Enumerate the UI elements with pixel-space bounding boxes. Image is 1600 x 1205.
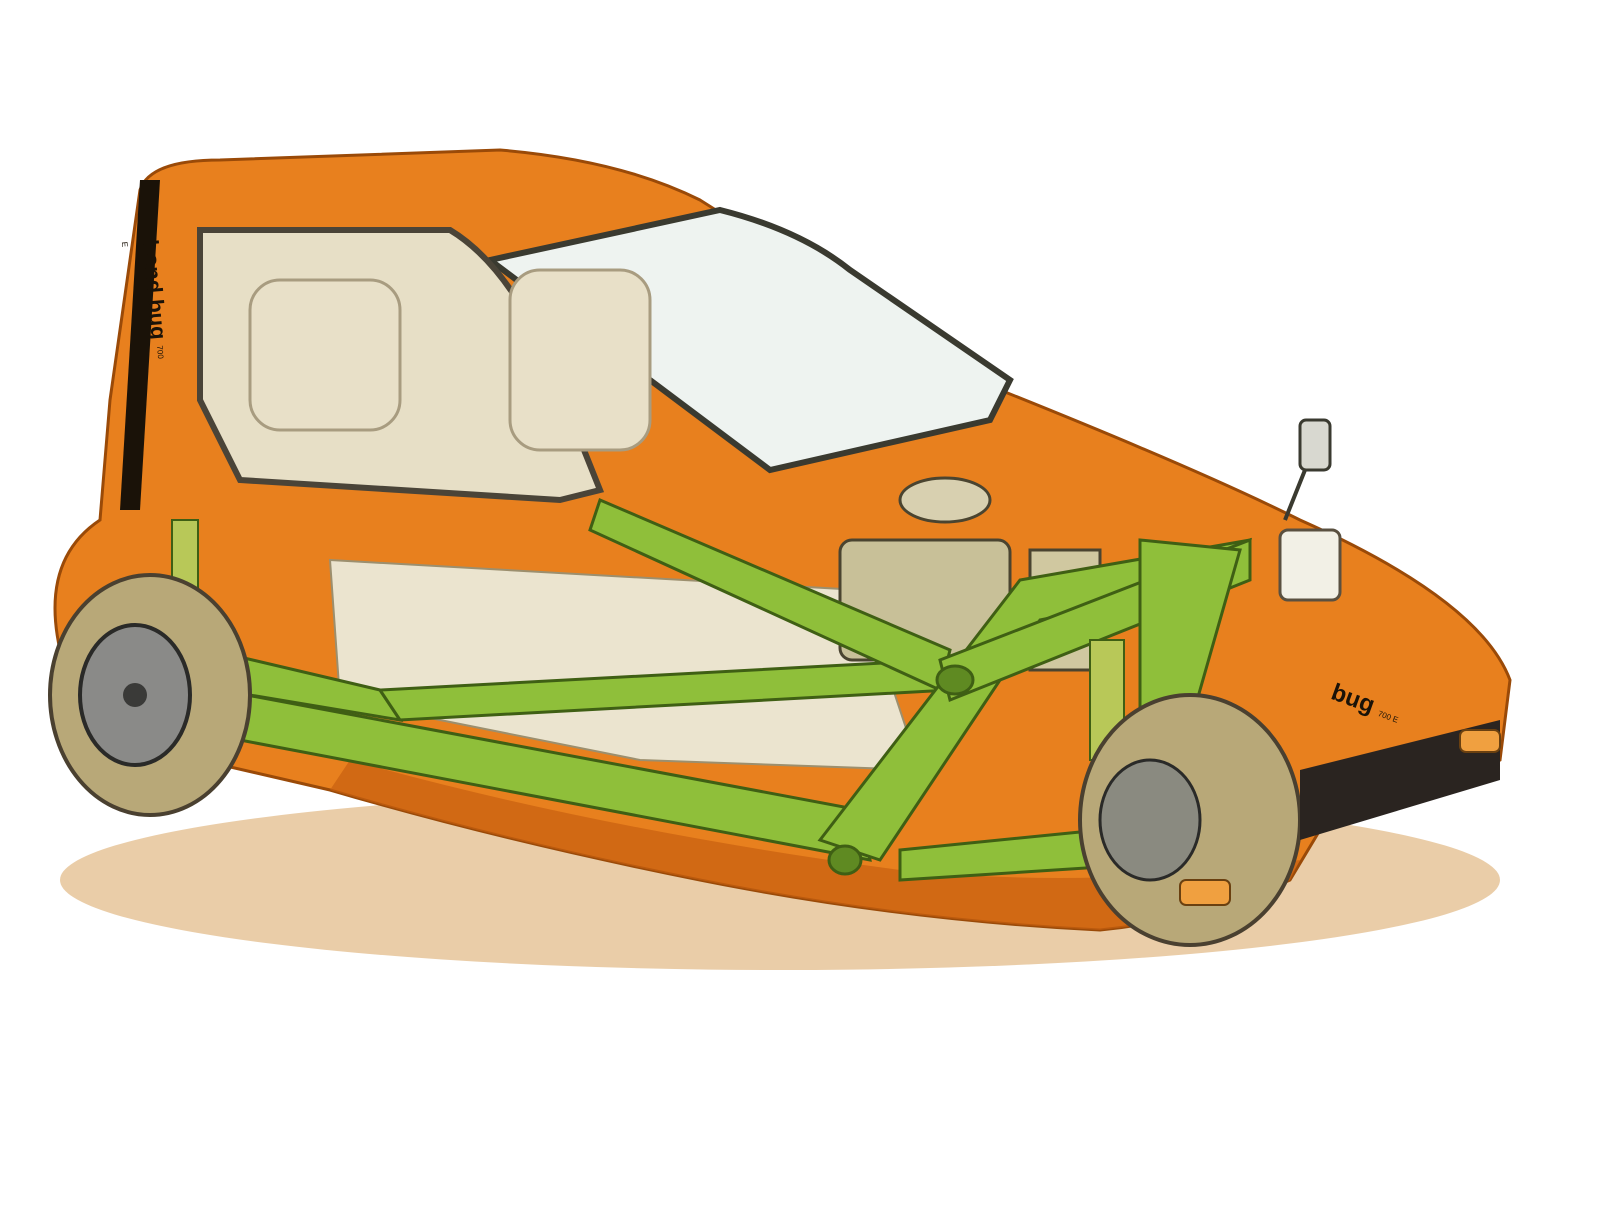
- headlight: [1278, 528, 1342, 602]
- indicator-light: [1179, 879, 1231, 906]
- chassis-tube-end: [827, 844, 863, 876]
- chassis-tube-end: [935, 664, 975, 696]
- decal-model: bug: [143, 298, 172, 341]
- rear-wheel: [48, 573, 252, 817]
- wing-mirror: [1298, 418, 1332, 472]
- front-wheel: [1078, 693, 1302, 947]
- seat-right: [508, 268, 652, 452]
- body-lower-shade: [330, 760, 1300, 930]
- side-stripe: [120, 180, 160, 510]
- decal-brand: bond: [137, 238, 168, 295]
- air-filter: [898, 476, 992, 524]
- seat-left: [248, 278, 402, 432]
- front-bumper: [1300, 720, 1500, 840]
- decal-sub: 700 E: [1376, 709, 1400, 725]
- indicator-light: [1459, 729, 1501, 753]
